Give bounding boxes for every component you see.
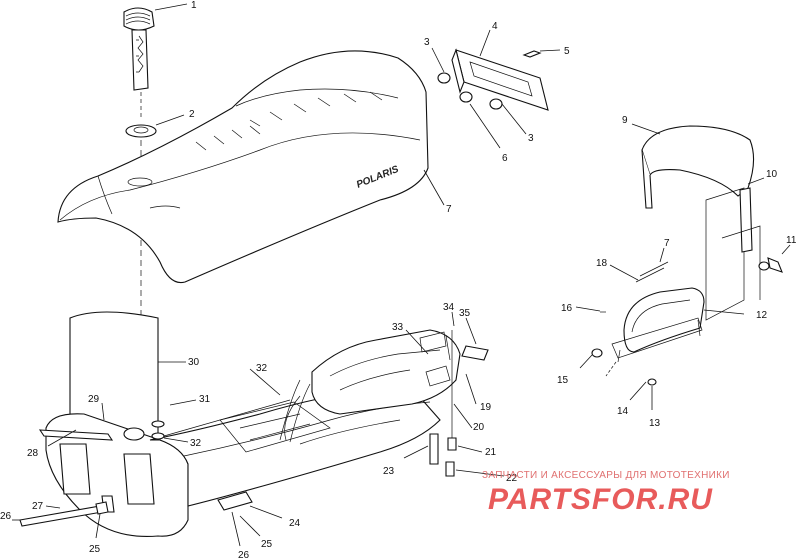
callout-5: 5 (564, 46, 570, 57)
fuel-cap-gasket (125, 124, 157, 138)
callout-32-tank: 31 (199, 394, 211, 405)
callout-6: 6 (502, 153, 508, 164)
watermark-logo: PARTSFOR.RU (488, 483, 713, 516)
callout-11: 12 (756, 310, 768, 321)
callout-34: 32 (256, 363, 268, 374)
callout-2: 2 (189, 109, 195, 120)
callout-1: 1 (191, 0, 197, 11)
callout-22: 23 (383, 466, 395, 477)
callout-28: 27 (32, 501, 44, 512)
callout-15: 16 (561, 303, 573, 314)
callout-30: 29 (88, 394, 100, 405)
callout-7: 7 (446, 204, 452, 215)
callout-14: 15 (557, 375, 569, 386)
callout-25: 26 (238, 550, 250, 559)
callout-7-backrest: 7 (664, 238, 670, 249)
watermark: ЗАПЧАСТИ И АКСЕССУАРЫ ДЛЯ МОТОТЕХНИКИ PA… (482, 470, 730, 516)
callout-16: 18 (596, 258, 608, 269)
fuel-line (19, 501, 109, 527)
callout-26: 25 (89, 544, 101, 555)
callout-21: 22 (506, 473, 518, 484)
fuel-cap-gauge (123, 7, 155, 91)
callout-4: 4 (492, 21, 498, 32)
fuel-tank (38, 385, 441, 538)
backrest-assembly (591, 125, 783, 386)
callout-20: 21 (485, 447, 497, 458)
callout-24: 25 (261, 539, 273, 550)
callout-10: 11 (786, 235, 797, 246)
callout-35: 34 (443, 302, 455, 313)
callout-12: 13 (649, 418, 661, 429)
callout-36: 35 (459, 308, 471, 319)
callout-18: 19 (480, 402, 492, 413)
callout-8: 9 (622, 115, 628, 126)
callout-3-lower: 3 (528, 133, 534, 144)
callout-32-seat: 33 (392, 322, 404, 333)
watermark-tagline: ЗАПЧАСТИ И АКСЕССУАРЫ ДЛЯ МОТОТЕХНИКИ (482, 470, 730, 481)
callout-3-upper: 3 (424, 37, 430, 48)
fuel-tank-shield (69, 311, 159, 441)
rear-seat-base (311, 329, 489, 477)
callout-23: 24 (289, 518, 301, 529)
callout-13: 14 (617, 406, 629, 417)
callout-19: 20 (473, 422, 485, 433)
callout-27: 26 (0, 511, 12, 522)
callout-29: 28 (27, 448, 39, 459)
callout-31: 30 (188, 357, 200, 368)
tail-light-bracket (437, 48, 549, 111)
callout-9: 10 (766, 169, 778, 180)
seat-cover: POLARIS (57, 50, 429, 284)
callout-33: 32 (190, 438, 202, 449)
